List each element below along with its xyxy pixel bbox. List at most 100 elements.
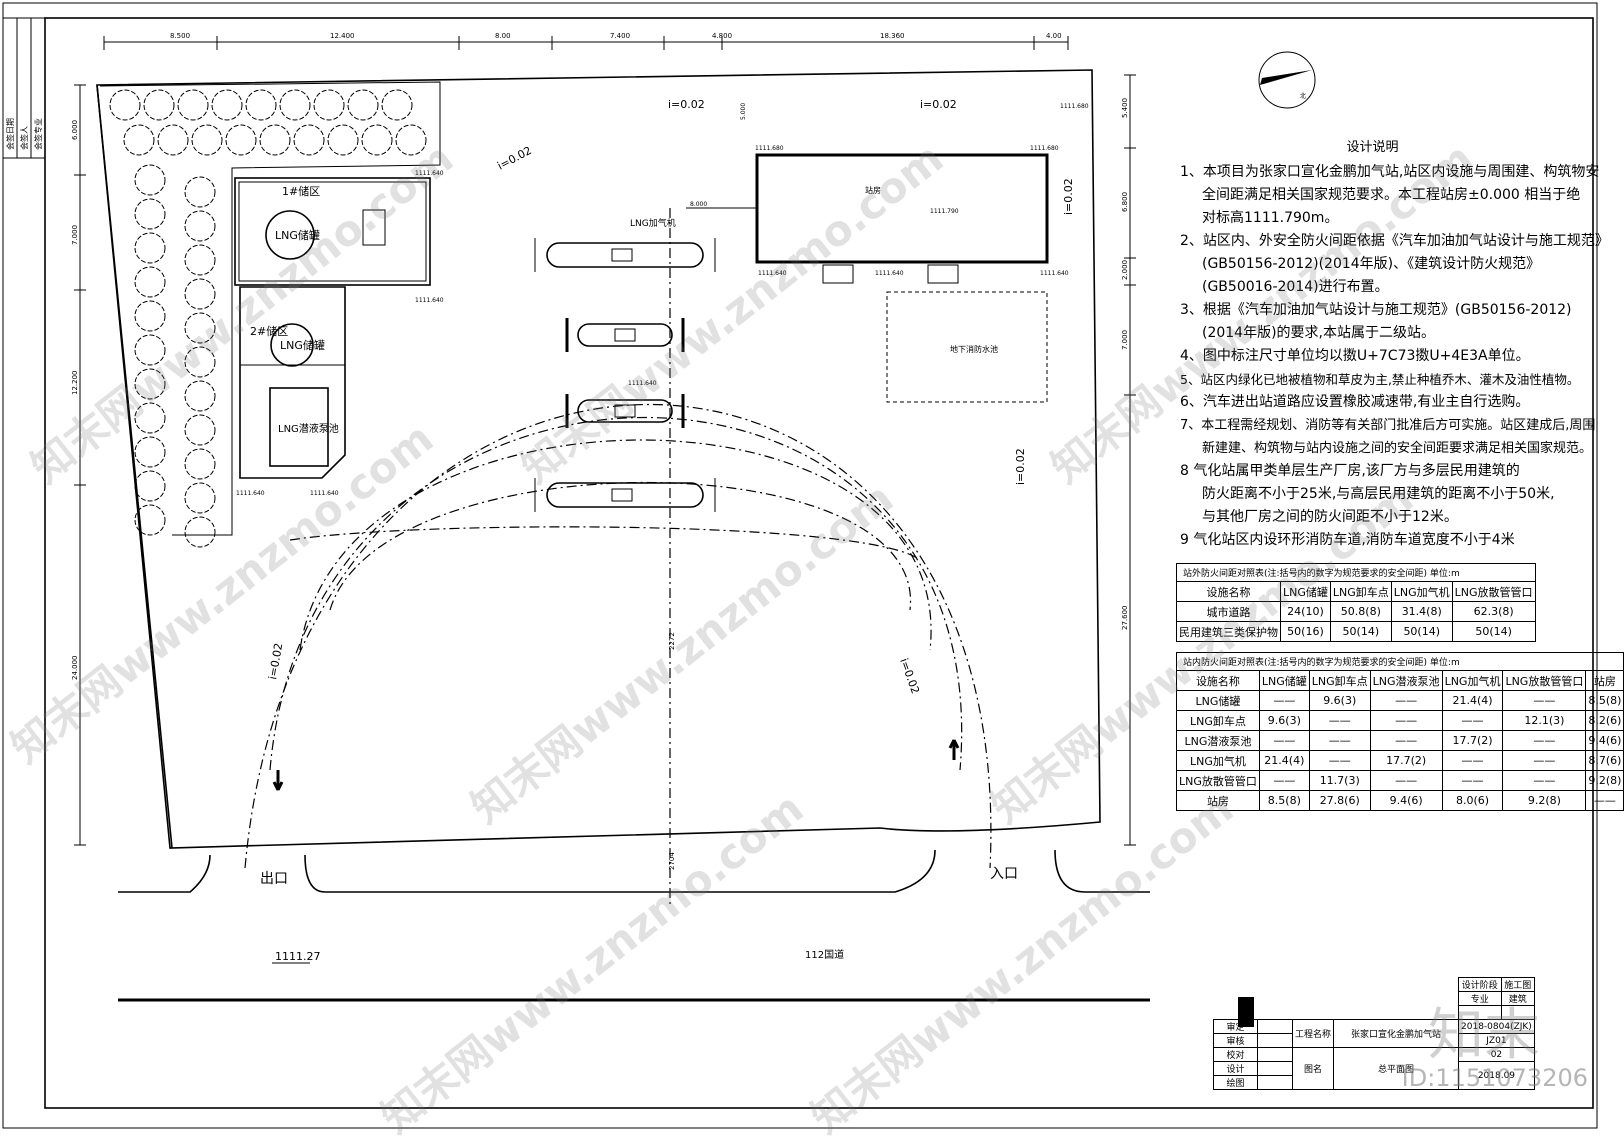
lng-tank-2 bbox=[270, 323, 314, 367]
table-cell: —— bbox=[1258, 730, 1310, 751]
tree-icon bbox=[184, 346, 216, 378]
table-cell: —— bbox=[1585, 790, 1624, 811]
tree-icon bbox=[211, 89, 243, 121]
svg-text:1111.640: 1111.640 bbox=[236, 490, 265, 497]
site-plan-svg: 会签日期 会签人 会签专业 8.500 12.400 8.00 7.400 4.… bbox=[2, 2, 1598, 1129]
table-cell: 9.6(3) bbox=[1308, 690, 1371, 711]
dim-right-3: 2.000 bbox=[1121, 260, 1129, 280]
table-row: LNG储罐——9.6(3)——21.4(4)——8.5(8) bbox=[1176, 690, 1624, 711]
note-line: 4、图中标注尺寸单位均以擞U+7C73擞U+4E3A单位。 bbox=[1180, 348, 1530, 364]
fire-pool-label: 地下消防水池 bbox=[950, 344, 998, 354]
note-line: 6、汽车进出站道路应设置橡胶减速带,有业主自行选购。 bbox=[1180, 394, 1530, 410]
tree-icon bbox=[134, 164, 166, 196]
green-belt bbox=[99, 81, 441, 548]
table-cell: 9.2(8) bbox=[1502, 790, 1587, 811]
fire-lane-arcs bbox=[244, 404, 992, 869]
title-block: 设计阶段 施工图 专业 建筑 审定 工程名称 张家口宣化金鹏加气站 2018-0… bbox=[1213, 977, 1535, 1090]
note-line: (2014年版)的要求,本站属于二级站。 bbox=[1202, 325, 1436, 341]
table-cell: —— bbox=[1369, 770, 1443, 791]
table-cell: —— bbox=[1502, 690, 1587, 711]
svg-text:1111.640: 1111.640 bbox=[758, 270, 787, 277]
table-cell: —— bbox=[1441, 770, 1504, 791]
note-line: 1、本项目为张家口宣化金鹏加气站,站区内设施与周围建、构筑物安 bbox=[1180, 164, 1600, 180]
margin-label-major: 会签专业 bbox=[33, 118, 43, 150]
table-cell: 8.2(6) bbox=[1585, 710, 1624, 731]
tree-icon bbox=[184, 482, 216, 514]
table-cell: —— bbox=[1441, 750, 1504, 771]
table-cell: 17.7(2) bbox=[1441, 730, 1504, 751]
svg-text:1111.640: 1111.640 bbox=[875, 270, 904, 277]
exit-label: 出口 bbox=[260, 871, 288, 887]
table2-caption: 站内防火间距对照表(注:括号内的数字为规范要求的安全间距) 单位:m bbox=[1176, 652, 1624, 670]
tree-icon bbox=[184, 244, 216, 276]
note-line: 7、本工程需经规划、消防等有关部门批准后方可实施。站区建成后,周围 bbox=[1180, 418, 1596, 433]
table-cell: 31.4(8) bbox=[1390, 601, 1453, 622]
note-line: 3、根据《汽车加油加气站设计与施工规范》(GB50156-2012) bbox=[1180, 302, 1572, 318]
table-header-cell: LNG加气机 bbox=[1390, 581, 1453, 602]
project-value: 张家口宣化金鹏加气站 bbox=[1333, 1019, 1460, 1048]
dim-right-4: 7.000 bbox=[1121, 330, 1129, 350]
tree-icon bbox=[293, 124, 325, 156]
pump-pit bbox=[269, 387, 329, 467]
table-cell: 50(14) bbox=[1451, 621, 1536, 642]
tree-icon bbox=[109, 89, 141, 121]
tree-icon bbox=[177, 89, 209, 121]
tree-icon bbox=[134, 470, 166, 502]
tree-icon bbox=[134, 504, 166, 536]
table-cell: 8.5(8) bbox=[1258, 790, 1310, 811]
north-arrow: 北 bbox=[1258, 51, 1316, 109]
tree-icon bbox=[184, 380, 216, 412]
table-header-cell: LNG卸车点 bbox=[1308, 670, 1371, 691]
dim-top-1: 8.500 bbox=[170, 32, 190, 40]
tree-icon bbox=[184, 278, 216, 310]
tree-icon bbox=[143, 89, 175, 121]
tree-icon bbox=[347, 89, 379, 121]
svg-text:1111.680: 1111.680 bbox=[1060, 103, 1089, 110]
role-3: 校对 bbox=[1213, 1047, 1258, 1062]
note-line: 全间距满足相关国家规范要求。本工程站房±0.000 相当于绝 bbox=[1202, 187, 1581, 203]
table-cell: —— bbox=[1502, 770, 1587, 791]
dispenser-label: LNG加气机 bbox=[630, 217, 676, 229]
table-cell: 24(10) bbox=[1280, 601, 1331, 622]
table-header-cell: LNG加气机 bbox=[1441, 670, 1504, 691]
slope-4: i=0.02 bbox=[1062, 178, 1075, 215]
site-boundary bbox=[96, 69, 1101, 849]
slope-5: i=0.02 bbox=[1014, 448, 1027, 485]
outer-frame bbox=[2, 2, 1598, 1129]
table-header-cell: 设施名称 bbox=[1176, 581, 1281, 602]
table-header-cell: 设施名称 bbox=[1176, 670, 1260, 691]
zone-1: 1#储区 LNG储罐 1111.640 1111.640 bbox=[234, 170, 444, 304]
margin-label-person: 会签人 bbox=[19, 126, 29, 150]
dim-left-3: 12.200 bbox=[71, 371, 79, 396]
table-header-cell: LNG潜液泵池 bbox=[1369, 670, 1443, 691]
table-cell: 9.2(8) bbox=[1585, 770, 1624, 791]
table-cell: 8.5(8) bbox=[1585, 690, 1624, 711]
table-cell: —— bbox=[1502, 730, 1587, 751]
dim-top-7: 4.00 bbox=[1046, 32, 1062, 40]
tree-icon bbox=[395, 124, 427, 156]
table1-caption: 站外防火间距对照表(注:括号内的数字为规范要求的安全间距) 单位:m bbox=[1176, 563, 1536, 581]
slope-2: i=0.02 bbox=[920, 98, 957, 111]
right-dimension-line: 5.400 6.800 2.000 7.000 27.600 bbox=[1121, 74, 1136, 846]
svg-text:1111.640: 1111.640 bbox=[310, 490, 339, 497]
tree-icon bbox=[184, 312, 216, 344]
table-cell: —— bbox=[1369, 710, 1443, 731]
svg-text:1111.640: 1111.640 bbox=[628, 380, 657, 387]
road-elevation: 1111.27 bbox=[275, 950, 321, 963]
zone1-label: 1#储区 bbox=[282, 184, 320, 198]
station-label: 站房 bbox=[865, 185, 881, 195]
road-curbs bbox=[118, 849, 1150, 1002]
tree-icon bbox=[134, 436, 166, 468]
tree-icon bbox=[134, 198, 166, 230]
tree-icon bbox=[225, 124, 257, 156]
tree-icon bbox=[279, 89, 311, 121]
note-line: 2、站区内、外安全防火间距依据《汽车加油加气站设计与施工规范》 bbox=[1180, 233, 1609, 249]
table-header-cell: 站房 bbox=[1585, 670, 1624, 691]
tree-icon bbox=[134, 368, 166, 400]
svg-text:1111.790: 1111.790 bbox=[930, 208, 959, 215]
table-cell: —— bbox=[1308, 730, 1371, 751]
